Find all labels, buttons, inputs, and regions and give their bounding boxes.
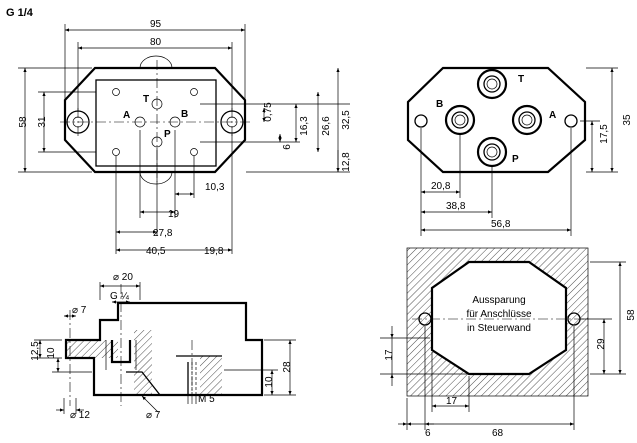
section-dim-10-right: 10 (264, 376, 275, 388)
cutout-dim-68: 68 (492, 428, 504, 439)
cutout-dim-17-horizontal: 17 (446, 396, 458, 407)
dim-19: 19 (168, 209, 180, 220)
cutout-view: Aussparung für Anschlüsse in Steuerwand … (380, 247, 637, 439)
dim-32-5: 32,5 (341, 110, 352, 130)
drawing-title: G 1/4 (6, 7, 34, 19)
right-port-a-label: A (549, 110, 556, 121)
cutout-dim-29: 29 (596, 338, 607, 350)
cutout-dim-6: 6 (425, 428, 431, 439)
dim-58: 58 (18, 116, 29, 128)
cutout-dim-58: 58 (626, 309, 637, 321)
section-g-1-4: G ¼ (110, 290, 130, 302)
dim-10-3: 10,3 (205, 182, 225, 193)
section-dim-12-5: 12,5 (30, 341, 41, 361)
dim-26-6: 26,6 (321, 116, 332, 136)
dim-80: 80 (150, 37, 162, 48)
dim-19-8: 19,8 (204, 246, 224, 257)
dim-31: 31 (37, 116, 48, 128)
cutout-label-line-2: für Anschlüsse (466, 309, 531, 320)
right-port-b-label: B (436, 99, 443, 110)
right-dim-17-5: 17,5 (599, 124, 610, 144)
cutout-label-line-3: in Steuerwand (467, 323, 531, 334)
dim-27-8: 27,8 (153, 228, 173, 239)
dim-40-5: 40,5 (146, 246, 166, 257)
right-dim-56-8: 56,8 (491, 219, 511, 230)
top-port-t-label: T (143, 94, 149, 105)
dim-16-3: 16,3 (299, 116, 310, 136)
dim-95: 95 (150, 19, 162, 30)
section-dim-10-left: 10 (46, 347, 57, 359)
section-dim-28: 28 (282, 361, 293, 373)
right-port-t-label: T (518, 74, 524, 85)
section-phi-7-bottom: ⌀ 7 (146, 410, 161, 421)
cutout-label-line-1: Aussparung (472, 295, 525, 306)
section-view: ⌀ 20 G ¼ ⌀ 7 12,5 10 28 10 ⌀ 12 ⌀ 7 M 5 (30, 272, 296, 421)
right-dim-38-8: 38,8 (446, 201, 466, 212)
section-phi-12: ⌀ 12 (70, 410, 90, 421)
dim-12-8: 12,8 (341, 152, 352, 172)
top-port-p-label: P (164, 129, 171, 140)
section-phi-20: ⌀ 20 (113, 272, 133, 283)
cutout-dim-17-vertical: 17 (384, 349, 395, 361)
right-view: T B A P 35 17,5 20,8 38,8 56,8 (406, 66, 633, 236)
right-dim-20-8: 20,8 (431, 181, 451, 192)
top-view: T A B P 95 80 58 31 0,75 6 16,3 26 (18, 19, 352, 257)
section-m5: M 5 (198, 394, 215, 405)
dim-6: 6 (282, 144, 293, 150)
dim-0-75: 0,75 (263, 102, 274, 122)
section-phi-7-top: ⌀ 7 (72, 305, 87, 316)
right-port-p-label: P (512, 154, 519, 165)
top-port-b-label: B (181, 109, 188, 120)
top-port-a-label: A (123, 110, 130, 121)
right-dim-35: 35 (622, 114, 633, 126)
